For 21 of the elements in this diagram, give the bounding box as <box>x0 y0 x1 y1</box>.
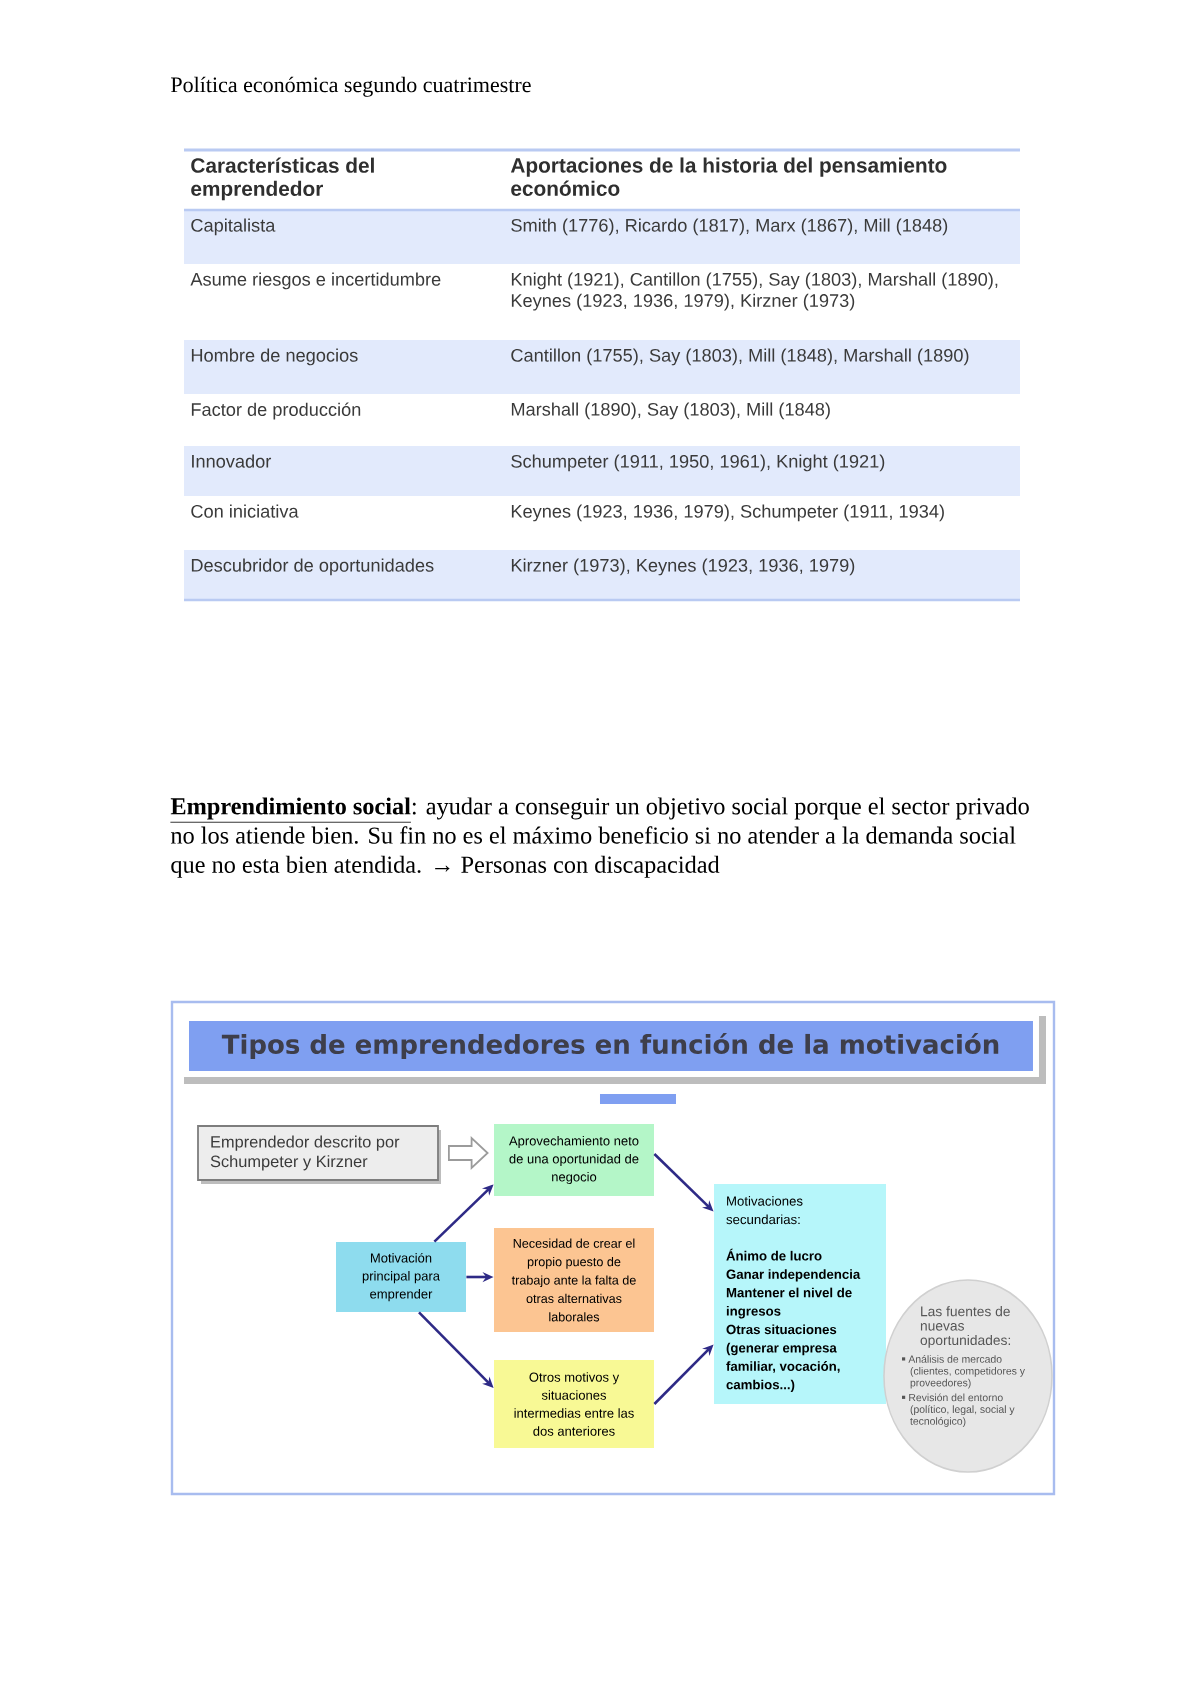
title-band: Tipos de emprendedores en función de la motivación <box>183 1015 1046 1084</box>
page-header: Política económica segundo cuatrimestre <box>171 76 531 97</box>
table-cell: Marshall (1890), Say (1803), Mill (1848) <box>511 402 830 420</box>
table-cell: Innovador <box>184 446 500 496</box>
table-cell: Hombre de negocios <box>184 340 500 394</box>
column-header: Características del emprendedor <box>191 157 374 201</box>
block-arrow <box>448 1135 489 1171</box>
paragraph: Emprendimiento social: ayudar a conseguir un objetivo social porque el sector privado no los atiende bien. Su fin no es el máximo beneficio si no atender a la demanda social que no esta bien atendida. → Personas con discapacidad <box>170 797 1029 878</box>
table-cell: Smith (1776), Ricardo (1817), Marx (1867), Mill (1848) <box>500 210 1020 264</box>
column-header: Aportaciones de la historia del pensamiento económico <box>510 157 947 196</box>
table-cell: Keynes (1923, 1936, 1979), Schumpeter (1911, 1934) <box>511 504 944 522</box>
table-cell: Knight (1921), Cantillon (1755), Say (1803), Marshall (1890), Keynes (1923, 1936, 1979), Kirzner (1973) <box>511 272 998 311</box>
table-cell: Capitalista <box>184 210 500 264</box>
table-cell: Con iniciativa <box>191 504 299 518</box>
table-cell: Schumpeter (1911, 1950, 1961), Knight (1921) <box>500 446 1020 496</box>
text-box: Emprendedor descrito por Schumpeter y Kirzner <box>197 1125 441 1184</box>
table-cell: Cantillon (1755), Say (1803), Mill (1848), Marshall (1890) <box>500 340 1020 394</box>
table-cell: Asume riesgos e incertidumbre <box>190 272 441 290</box>
table-cell: Kirzner (1973), Keynes (1923, 1936, 1979) <box>500 550 1020 600</box>
table-cell: Descubridor de oportunidades <box>184 550 500 600</box>
table-cell: Factor de producción <box>191 402 361 420</box>
